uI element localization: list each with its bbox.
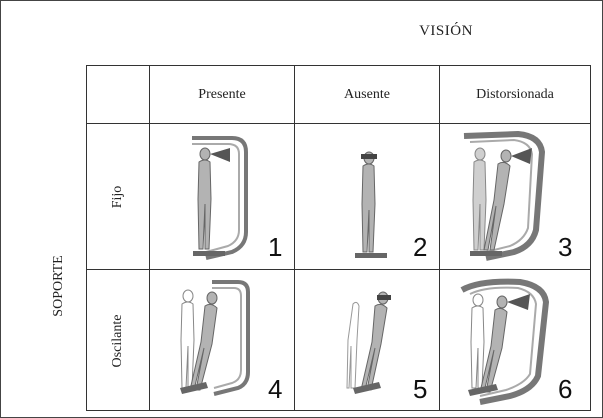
cell-number: 5 — [413, 374, 427, 405]
sensory-condition-table: Presente Ausente Distorsionada Fijo Osci… — [86, 65, 591, 411]
column-header-distorsionada: Distorsionada — [440, 66, 590, 123]
cell-5: 5 — [295, 270, 439, 410]
row-header-fijo: Fijo — [110, 186, 126, 209]
vision-title: VISIÓN — [301, 23, 591, 40]
cell-number: 2 — [413, 232, 427, 263]
cell-number: 3 — [558, 232, 572, 263]
cell-6: 6 — [440, 270, 590, 410]
cell-number: 4 — [268, 374, 282, 405]
row-header-oscilante: Oscilante — [110, 315, 126, 368]
cell-4: 4 — [150, 270, 294, 410]
column-header-ausente: Ausente — [295, 66, 439, 123]
cell-number: 6 — [558, 374, 572, 405]
soporte-label: SOPORTE — [51, 255, 67, 316]
column-header-presente: Presente — [150, 66, 294, 123]
cell-3: 3 — [440, 124, 590, 269]
cell-2: 2 — [295, 124, 439, 269]
cell-1: 1 — [150, 124, 294, 269]
cell-number: 1 — [268, 232, 282, 263]
